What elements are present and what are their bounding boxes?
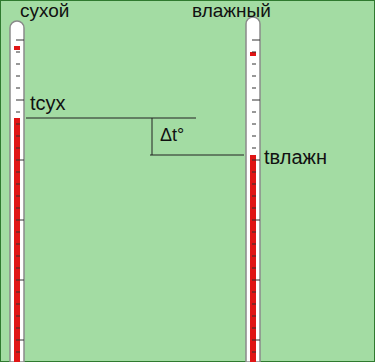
scale-tick	[252, 256, 256, 257]
scale-tick	[252, 316, 256, 317]
scale-tick	[252, 232, 256, 233]
scale-tick	[16, 352, 20, 353]
scale-tick	[16, 244, 20, 245]
scale-tick	[16, 160, 24, 161]
scale-tick	[16, 64, 20, 65]
scale-tick	[252, 64, 256, 65]
scale-tick	[16, 76, 20, 77]
scale-tick	[16, 172, 20, 173]
column-heading: сухой	[20, 1, 69, 22]
scale-tick	[16, 40, 24, 41]
scale-tick	[252, 352, 256, 353]
scale-tick	[252, 220, 260, 221]
scale-tick	[252, 136, 256, 137]
scale-tick	[252, 100, 260, 101]
difference-bracket	[26, 118, 244, 155]
scale-tick	[252, 76, 256, 77]
scale-tick	[16, 232, 20, 233]
scale-tick	[252, 292, 256, 293]
scale-tick	[252, 328, 256, 329]
scale-tick	[252, 244, 256, 245]
scale-tick	[252, 124, 256, 125]
scale-tick	[252, 304, 256, 305]
scale-tick	[16, 124, 20, 125]
scale-tick	[16, 304, 20, 305]
scale-tick	[16, 148, 20, 149]
scale-tick	[16, 316, 20, 317]
scale-tick	[252, 112, 256, 113]
scale-tick	[16, 292, 20, 293]
scale-tick	[16, 184, 20, 185]
scale-tick	[16, 100, 24, 101]
scale-tick	[252, 148, 256, 149]
scale-tick	[16, 88, 20, 89]
scale-tick	[252, 208, 256, 209]
temperature-label: tвлажн	[264, 146, 327, 168]
scale-tick	[252, 268, 256, 269]
scale-tick	[252, 280, 260, 281]
scale-tick	[252, 40, 260, 41]
scale-tick	[16, 328, 20, 329]
column-heading: влажный	[192, 1, 271, 22]
scale-tick	[252, 196, 256, 197]
scale-tick	[16, 52, 20, 53]
scale-tick	[16, 340, 24, 341]
scale-tick	[252, 184, 256, 185]
scale-tick	[16, 136, 20, 137]
scale-tick	[16, 196, 20, 197]
difference-label: Δt°	[160, 126, 184, 146]
scale-tick	[252, 160, 260, 161]
wet-thermometer	[246, 17, 260, 362]
scale-tick	[16, 220, 24, 221]
dry-thermometer	[10, 21, 24, 362]
scale-tick	[16, 112, 20, 113]
scale-tick	[16, 280, 24, 281]
scale-tick	[252, 172, 256, 173]
temperature-label: tсух	[30, 92, 66, 114]
scale-tick	[252, 88, 256, 89]
scale-tick	[252, 52, 256, 53]
scale-tick	[16, 208, 20, 209]
scale-tick	[16, 268, 20, 269]
scale-tick	[252, 340, 260, 341]
scale-tick	[16, 256, 20, 257]
